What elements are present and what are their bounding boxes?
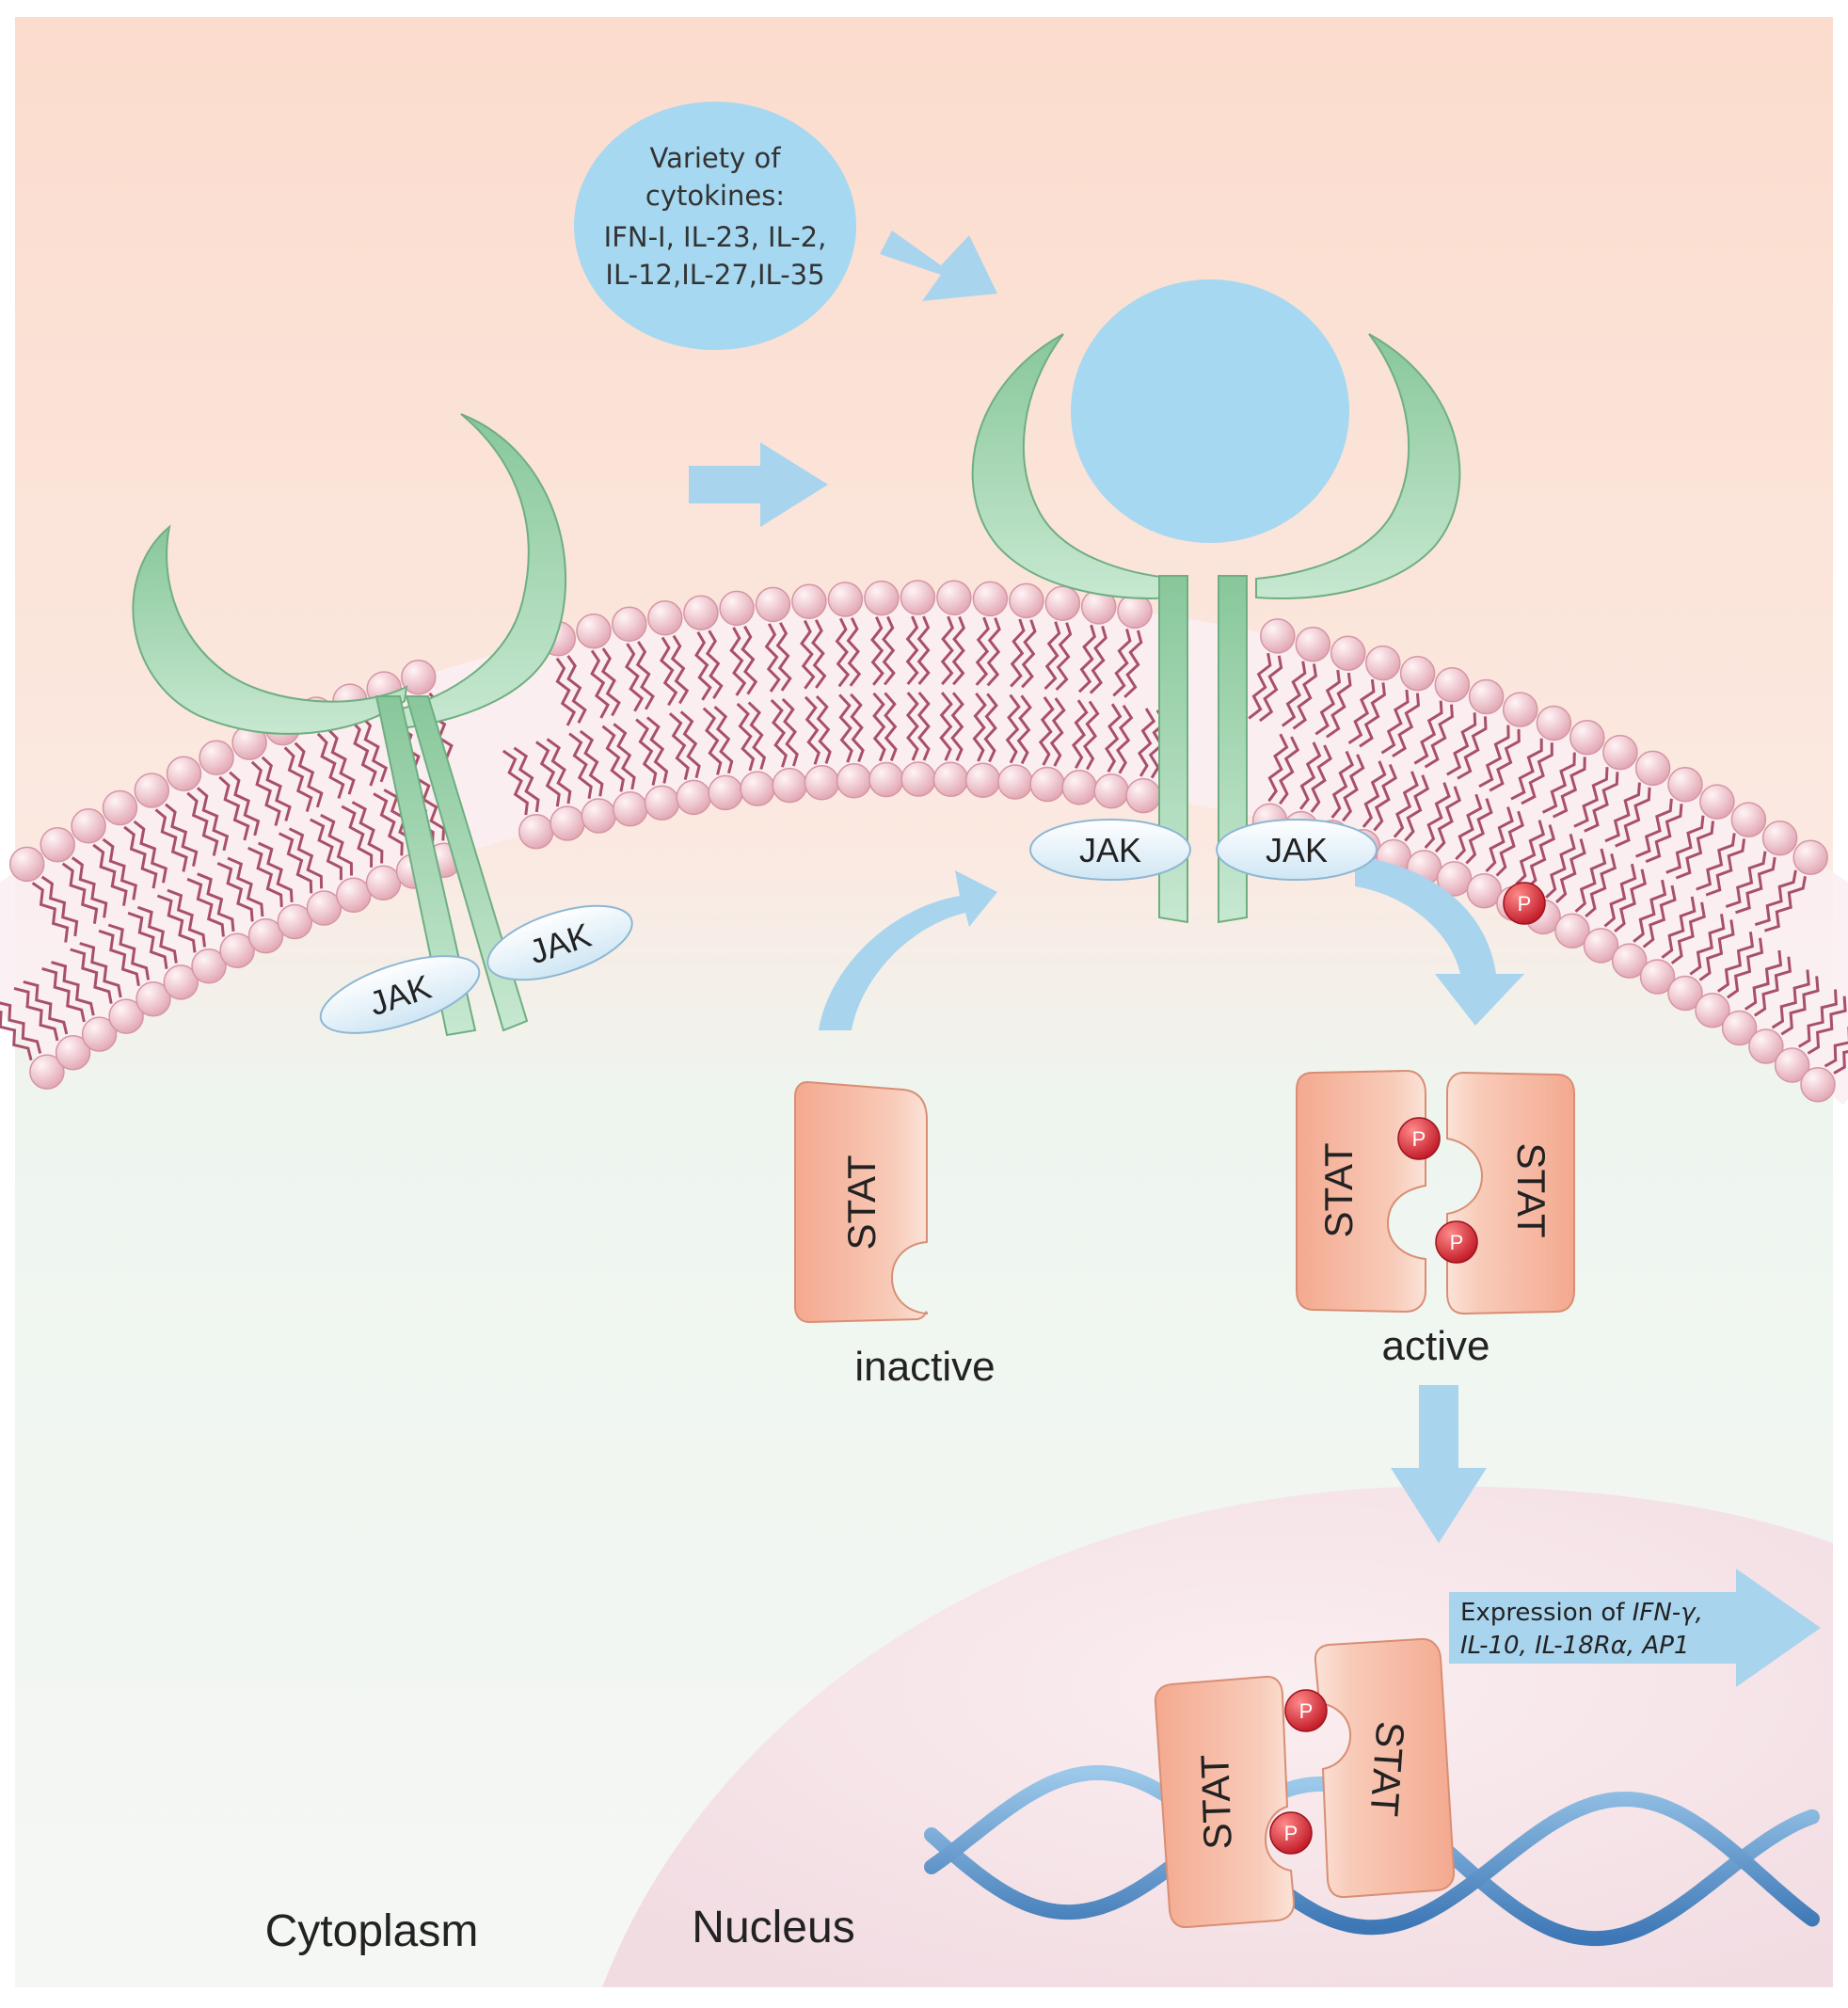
lipid-head: [709, 775, 742, 809]
lipid-head: [1062, 771, 1096, 805]
stat-active-right-label: STAT: [1509, 1142, 1553, 1237]
lipid-head: [1010, 583, 1043, 617]
phosphate-nuclear-a-label: P: [1299, 1699, 1314, 1723]
stat-nuclear-right-label: STAT: [1362, 1720, 1413, 1818]
lipid-head: [72, 809, 105, 843]
lipid-head: [167, 757, 201, 790]
lipid-head: [1731, 803, 1765, 837]
lipid-head: [805, 766, 838, 800]
lipid-head: [900, 581, 934, 614]
lipid-head: [973, 582, 1007, 615]
cytokine-line-4: IL-12,IL-27,IL-35: [605, 259, 824, 291]
lipid-head: [869, 763, 903, 797]
cytokine-line-1: Variety of: [650, 142, 782, 174]
lipid-head: [199, 741, 233, 774]
lipid-head: [367, 866, 401, 900]
lipid-head: [1261, 619, 1295, 653]
lipid-head: [1636, 751, 1670, 785]
lipid-head: [645, 786, 679, 820]
jak-right-b: JAK: [1217, 820, 1377, 880]
expression-line-2: IL-10, IL-18Rα, AP1: [1460, 1632, 1689, 1660]
lipid-head: [757, 587, 790, 621]
lipid-head: [1763, 821, 1797, 855]
phosphate-nuclear-b: P: [1270, 1812, 1312, 1854]
cytokine-bubble: Variety of cytokines: IFN-I, IL-23, IL-2…: [574, 102, 856, 350]
lipid-head: [1537, 707, 1570, 741]
jak-right-a: JAK: [1030, 820, 1190, 880]
lipid-head: [901, 762, 935, 796]
phosphate-free: P: [1504, 883, 1545, 924]
lipid-head: [1700, 785, 1734, 819]
lipid-head: [577, 614, 611, 648]
active-label: active: [1382, 1323, 1490, 1369]
phosphate-active-a-label: P: [1412, 1127, 1426, 1151]
phosphate-active-b-label: P: [1450, 1231, 1464, 1254]
lipid-head: [613, 607, 646, 641]
cytokine-line-3: IFN-I, IL-23, IL-2,: [604, 221, 827, 253]
phosphate-free-label: P: [1518, 892, 1532, 916]
lipid-head: [104, 791, 137, 825]
lipid-head: [677, 780, 710, 814]
lipid-head: [1126, 779, 1160, 813]
lipid-head: [1401, 657, 1435, 691]
lipid-head: [998, 765, 1032, 799]
lipid-head: [1435, 668, 1469, 702]
lipid-head: [10, 847, 44, 881]
expression-line-1: Expression of IFN-γ,: [1460, 1599, 1703, 1627]
jak-right-a-label: JAK: [1079, 831, 1141, 869]
lipid-head: [1045, 586, 1079, 620]
lipid-head: [1470, 680, 1504, 714]
lipid-head: [1668, 768, 1702, 802]
cytoplasm-label: Cytoplasm: [265, 1906, 479, 1956]
lipid-head: [933, 762, 967, 796]
lipid-head: [828, 582, 862, 616]
phosphate-nuclear-b-label: P: [1284, 1822, 1298, 1845]
lipid-head: [865, 582, 899, 615]
lipid-head: [519, 815, 553, 849]
cytokine-line-2: cytokines:: [645, 180, 785, 212]
lipid-head: [581, 799, 615, 833]
lipid-head: [1793, 840, 1827, 874]
lipid-head: [337, 878, 371, 912]
lipid-head: [550, 806, 584, 840]
lipid-head: [40, 828, 74, 862]
lipid-head: [792, 584, 826, 618]
lipid-head: [966, 763, 1000, 797]
lipid-head: [1603, 736, 1637, 770]
phosphate-nuclear-a: P: [1285, 1690, 1327, 1731]
lipid-head: [1801, 1068, 1835, 1102]
lipid-head: [1030, 768, 1064, 802]
stat-inactive-label: STAT: [839, 1155, 884, 1250]
lipid-head: [1467, 874, 1501, 908]
lipid-head: [1504, 693, 1537, 726]
expression-gene-1: IFN-γ,: [1633, 1599, 1703, 1627]
stat-nuclear-left-label: STAT: [1192, 1754, 1240, 1851]
lipid-head: [1366, 646, 1400, 680]
lipid-head: [720, 591, 754, 625]
phosphate-active-a: P: [1398, 1118, 1440, 1159]
lipid-head: [135, 773, 168, 807]
lipid-head: [741, 772, 774, 805]
nucleus-label: Nucleus: [692, 1903, 854, 1952]
jak-right-b-label: JAK: [1266, 831, 1328, 869]
lipid-head: [648, 601, 682, 635]
stat-active-left-label: STAT: [1316, 1142, 1361, 1237]
lipid-head: [773, 769, 806, 803]
lipid-head: [613, 792, 647, 826]
lipid-head: [307, 891, 341, 925]
lipid-head: [937, 581, 971, 614]
lipid-head: [1331, 636, 1365, 670]
lipid-head: [684, 596, 718, 629]
lipid-head: [837, 764, 871, 798]
expression-prefix: Expression of: [1460, 1599, 1633, 1627]
phosphate-active-b: P: [1436, 1221, 1477, 1263]
lipid-head: [1094, 774, 1128, 808]
inactive-label: inactive: [854, 1344, 995, 1390]
lipid-head: [1570, 721, 1604, 755]
lipid-head: [1296, 628, 1330, 661]
bound-cytokine: [1071, 279, 1349, 543]
